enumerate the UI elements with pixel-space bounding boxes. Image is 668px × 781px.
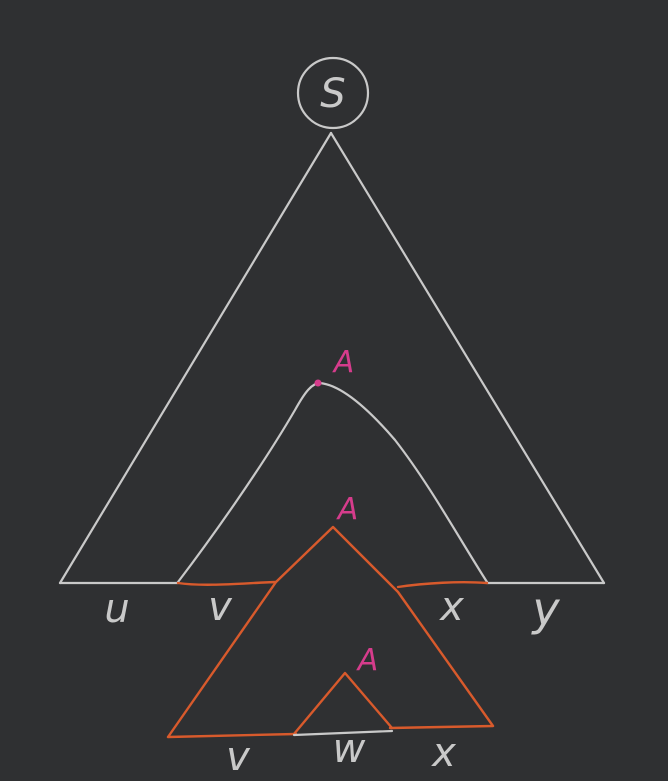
outer-tree-left-edge bbox=[58, 131, 333, 585]
middle-a-triangle bbox=[166, 525, 495, 739]
top-label-u: u bbox=[104, 586, 129, 632]
orange-baseline-v bbox=[176, 580, 278, 586]
inner-a-triangle bbox=[292, 671, 394, 736]
bottom-label-w: w bbox=[333, 726, 366, 772]
root-node-circle bbox=[296, 56, 370, 130]
outer-tree-right-edge bbox=[329, 131, 606, 585]
inner-a-baseline-w bbox=[292, 729, 394, 737]
top-label-x: x bbox=[438, 584, 464, 630]
outer-a-label: A bbox=[332, 345, 355, 380]
outer-a-subtree-outline bbox=[176, 381, 489, 584]
root-node-label: S bbox=[320, 71, 345, 117]
bottom-label-x: x bbox=[430, 730, 456, 776]
top-label-y: y bbox=[530, 582, 560, 636]
outer-a-node-dot bbox=[314, 379, 322, 387]
middle-a-label: A bbox=[336, 492, 359, 527]
orange-baseline-x bbox=[396, 581, 489, 589]
inner-a-label: A bbox=[356, 643, 379, 678]
bottom-label-v: v bbox=[226, 734, 251, 776]
top-label-v: v bbox=[208, 584, 233, 630]
